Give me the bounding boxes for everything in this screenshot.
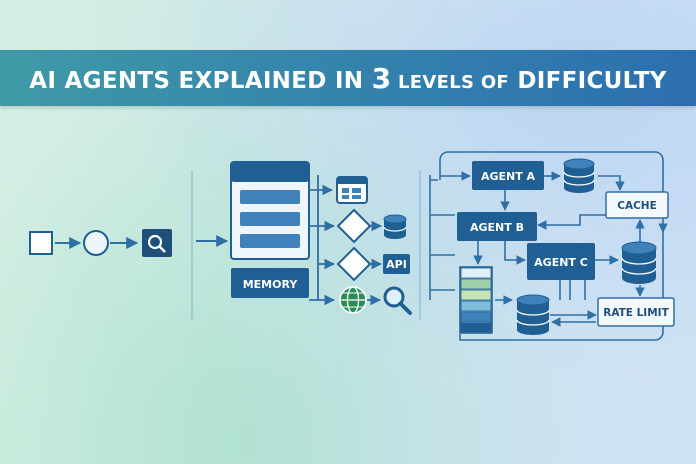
agent-a-box <box>472 161 544 190</box>
title-part-4: OF <box>480 71 510 93</box>
title-part-3: LEVELS <box>391 71 481 93</box>
title-part-5: DIFFICULTY <box>509 67 667 94</box>
bottom-return <box>459 334 500 341</box>
globe-icon <box>339 286 367 314</box>
page-title: AI AGENTS EXPLAINED IN 3 LEVELS OF DIFFI… <box>29 62 666 95</box>
agent-a-label: AGENT A <box>481 170 536 183</box>
memory-box <box>231 268 309 298</box>
database-icon <box>383 214 407 239</box>
input-square <box>29 231 53 255</box>
b-to-c <box>504 241 526 265</box>
rate-limit-label: RATE LIMIT <box>603 307 669 319</box>
calendar-icon <box>336 176 368 204</box>
agent-c-label: AGENT C <box>534 256 588 269</box>
c-verticals <box>559 280 586 300</box>
title-part-1: AI AGENTS EXPLAINED IN <box>29 67 372 94</box>
cache-to-b <box>537 214 606 230</box>
level-1-flow <box>29 229 172 257</box>
database-bottom-icon <box>516 294 550 335</box>
database-top-icon <box>563 158 595 193</box>
title-banner: AI AGENTS EXPLAINED IN 3 LEVELS OF DIFFI… <box>0 50 696 106</box>
decision-diamond-1 <box>336 208 372 244</box>
module-stack <box>230 161 310 260</box>
outer-loop <box>439 151 664 341</box>
api-box <box>383 254 410 274</box>
agent-b-label: AGENT B <box>470 221 524 234</box>
api-label: API <box>386 258 407 271</box>
db-to-cache <box>598 175 625 191</box>
rate-limit-box <box>597 297 675 327</box>
level-2-flow: MEMORY <box>196 161 412 315</box>
level-3-nodes: AGENT A CACHE AGENT B AGENT C <box>457 158 675 335</box>
process-circle <box>83 230 109 256</box>
memory-label: MEMORY <box>243 278 299 291</box>
decision-diamond-2 <box>336 246 372 282</box>
search-icon <box>142 229 172 257</box>
agent-b-box <box>457 212 537 241</box>
magnifier-icon <box>383 286 412 315</box>
database-right-icon <box>621 241 657 284</box>
title-part-2: 3 <box>371 61 392 95</box>
left-bus <box>429 175 455 300</box>
cache-box <box>605 191 669 219</box>
queue-stack <box>459 266 493 334</box>
level-3-network <box>429 151 668 341</box>
agent-c-box <box>527 243 595 280</box>
cache-label: CACHE <box>617 200 657 212</box>
